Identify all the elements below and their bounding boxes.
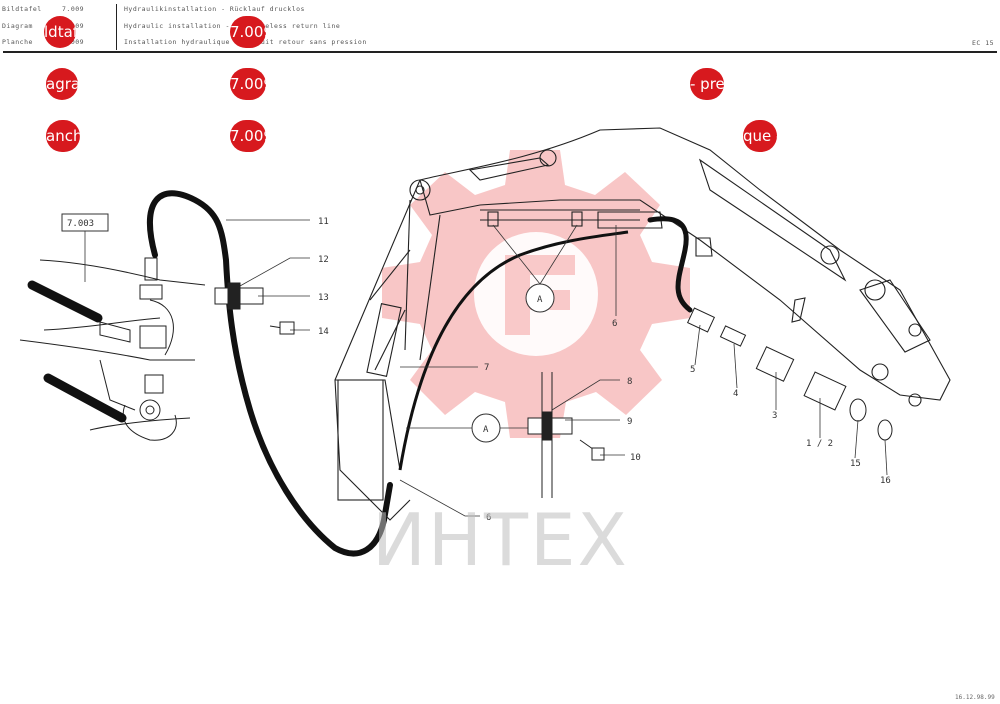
hose-7 — [398, 230, 629, 471]
clamp-lower — [527, 372, 605, 498]
boom-arm — [334, 127, 951, 521]
clamp-upper — [214, 282, 296, 335]
header-number-1: 7.009 — [62, 5, 85, 13]
part-label-7: 7 — [484, 363, 489, 373]
part-label-13: 13 — [318, 293, 329, 303]
left-rod-top — [27, 280, 103, 323]
detail-a-lower-text: A — [483, 425, 489, 435]
part-label-14: 14 — [318, 327, 329, 337]
part-label-10: 10 — [630, 453, 641, 463]
watermark-text: ИНТЕХ — [372, 498, 629, 582]
part-label-11: 11 — [318, 217, 329, 227]
hose-right — [647, 216, 693, 313]
left-rod-bottom — [43, 373, 127, 423]
ref-box-text: 7.003 — [67, 219, 94, 229]
detail-a-leader-1 — [492, 224, 541, 285]
overlay-pill-8: que - — [743, 120, 777, 152]
part-label-9: 9 — [627, 417, 632, 427]
header-label-2: Diagram — [2, 22, 33, 30]
detail-a-leader-2 — [539, 224, 578, 285]
part-label-8: 8 — [627, 377, 632, 387]
overlay-pill-7: 7.009 — [230, 120, 266, 152]
header-model: EC 15 — [972, 39, 995, 47]
header-vertical-divider — [116, 4, 117, 50]
header-horizontal-rule — [3, 51, 997, 53]
part-label-6-upper: 6 — [612, 319, 617, 329]
hose-11 — [147, 190, 393, 557]
overlay-pill-5: - pre — [690, 68, 724, 100]
part-label-16: 16 — [880, 476, 891, 486]
overlay-pill-3: agra — [46, 68, 78, 100]
overlay-pill-4: 7.009 — [230, 68, 266, 100]
header-number-3: 7.009 — [62, 38, 85, 46]
part-label-15: 15 — [850, 459, 861, 469]
part-label-5: 5 — [690, 365, 695, 375]
part-label-4: 4 — [733, 389, 738, 399]
part-label-1-2: 1 / 2 — [806, 439, 833, 449]
part-label-12: 12 — [318, 255, 329, 265]
part-label-6-lower: 6 — [486, 513, 491, 523]
header-label-3: Planche — [2, 38, 33, 46]
fittings-chain — [686, 307, 893, 441]
overlay-pill-2: 7.009 — [230, 16, 266, 48]
footer-date: 16.12.98.99 — [955, 694, 995, 701]
part-label-3: 3 — [772, 411, 777, 421]
detail-a-upper-text: A — [537, 295, 543, 305]
header-description-de: Hydraulikinstallation - Rücklauf drucklo… — [124, 5, 305, 13]
overlay-pill-1: ldtaf — [44, 16, 76, 48]
leader-lines — [226, 219, 888, 517]
overlay-pill-6: anch — [46, 120, 80, 152]
header-label-1: Bildtafel — [2, 5, 42, 13]
